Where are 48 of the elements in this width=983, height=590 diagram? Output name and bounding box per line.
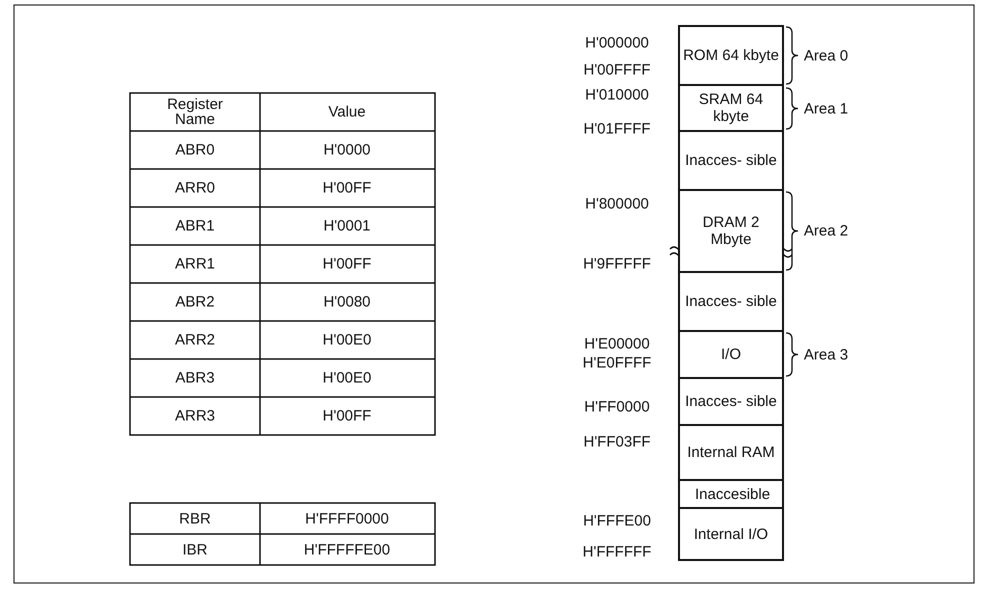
memory-block: ROM 64 kbyte	[678, 25, 784, 86]
memory-block: DRAM 2 Mbyte	[678, 189, 784, 273]
address-label: H'000000	[585, 34, 649, 52]
area-label: Area 1	[804, 100, 848, 117]
register-name: RBR	[179, 510, 211, 527]
register-name: ARR2	[175, 332, 215, 348]
address-label: H'FF0000	[584, 398, 650, 416]
column-header: Value	[328, 104, 366, 120]
memory-block: Inacces- sible	[678, 130, 784, 191]
address-label: H'FF03FF	[583, 434, 651, 450]
register-name: IBR	[182, 541, 208, 558]
memory-block: SRAM 64 kbyte	[678, 84, 784, 132]
register-value: H'FFFFFE00	[304, 541, 390, 558]
address-label: H'800000	[585, 196, 649, 212]
memory-block: Internal I/O	[678, 507, 784, 561]
address-label: H'00FFFF	[583, 62, 651, 78]
address-label: H'E00000	[584, 336, 650, 352]
register-value: H'00FF	[322, 180, 372, 196]
register-value: H'00E0	[322, 370, 372, 386]
register-name: ABR0	[175, 142, 215, 158]
memory-block: Internal RAM	[678, 424, 784, 481]
address-label: H'FFFE00	[583, 512, 651, 530]
address-label: H'E0FFFF	[582, 354, 652, 372]
register-name: ARR0	[175, 180, 215, 196]
register-name: ARR3	[175, 408, 215, 424]
register-value: H'FFFF0000	[305, 510, 389, 527]
memory-block: Inacces- sible	[678, 271, 784, 332]
address-label: H'010000	[585, 86, 649, 104]
register-name: ARR1	[175, 256, 215, 272]
address-label: H'01FFFF	[583, 120, 651, 138]
memory-block: I/O	[678, 330, 784, 379]
memory-block: Inacces- sible	[678, 377, 784, 426]
column-header: Register Name	[166, 97, 224, 127]
address-label: H'FFFFFF	[582, 544, 652, 560]
register-name: ABR1	[175, 218, 215, 234]
register-value: H'00FF	[322, 408, 372, 424]
register-value: H'0001	[323, 218, 371, 234]
register-value: H'00FF	[322, 256, 372, 272]
address-label: H'9FFFFF	[583, 256, 651, 272]
register-value: H'00E0	[322, 332, 372, 348]
register-value: H'0080	[323, 294, 371, 310]
register-name: ABR3	[175, 370, 215, 386]
area-label: Area 0	[804, 47, 848, 64]
area-label: Area 2	[804, 222, 848, 240]
area-label: Area 3	[804, 346, 848, 363]
memory-block: Inaccesible	[678, 479, 784, 509]
register-name: ABR2	[175, 294, 215, 310]
register-value: H'0000	[323, 142, 371, 158]
